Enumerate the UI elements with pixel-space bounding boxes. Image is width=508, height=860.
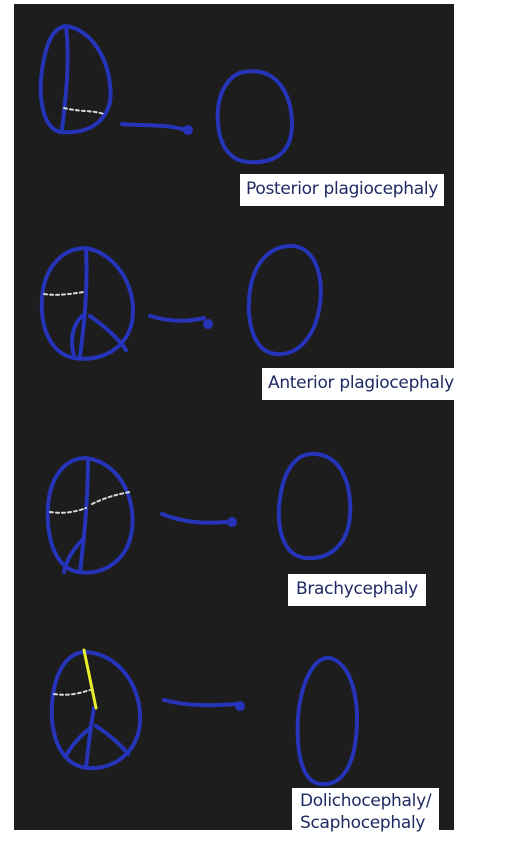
caption-posterior-plagiocephaly: Posterior plagiocephaly: [240, 174, 444, 206]
caption-brachycephaly: Brachycephaly: [288, 574, 426, 606]
caption-line: Dolichocephaly/: [300, 790, 431, 812]
caption-line: Brachycephaly: [296, 578, 418, 600]
caption-line: Posterior plagiocephaly: [246, 178, 438, 200]
caption-line: Anterior plagiocephaly: [268, 372, 454, 394]
caption-line: Scaphocephaly: [300, 812, 431, 834]
caption-anterior-plagiocephaly: Anterior plagiocephaly: [262, 368, 460, 400]
caption-dolichocephaly-scaphocephaly: Dolichocephaly/ Scaphocephaly: [292, 788, 439, 840]
